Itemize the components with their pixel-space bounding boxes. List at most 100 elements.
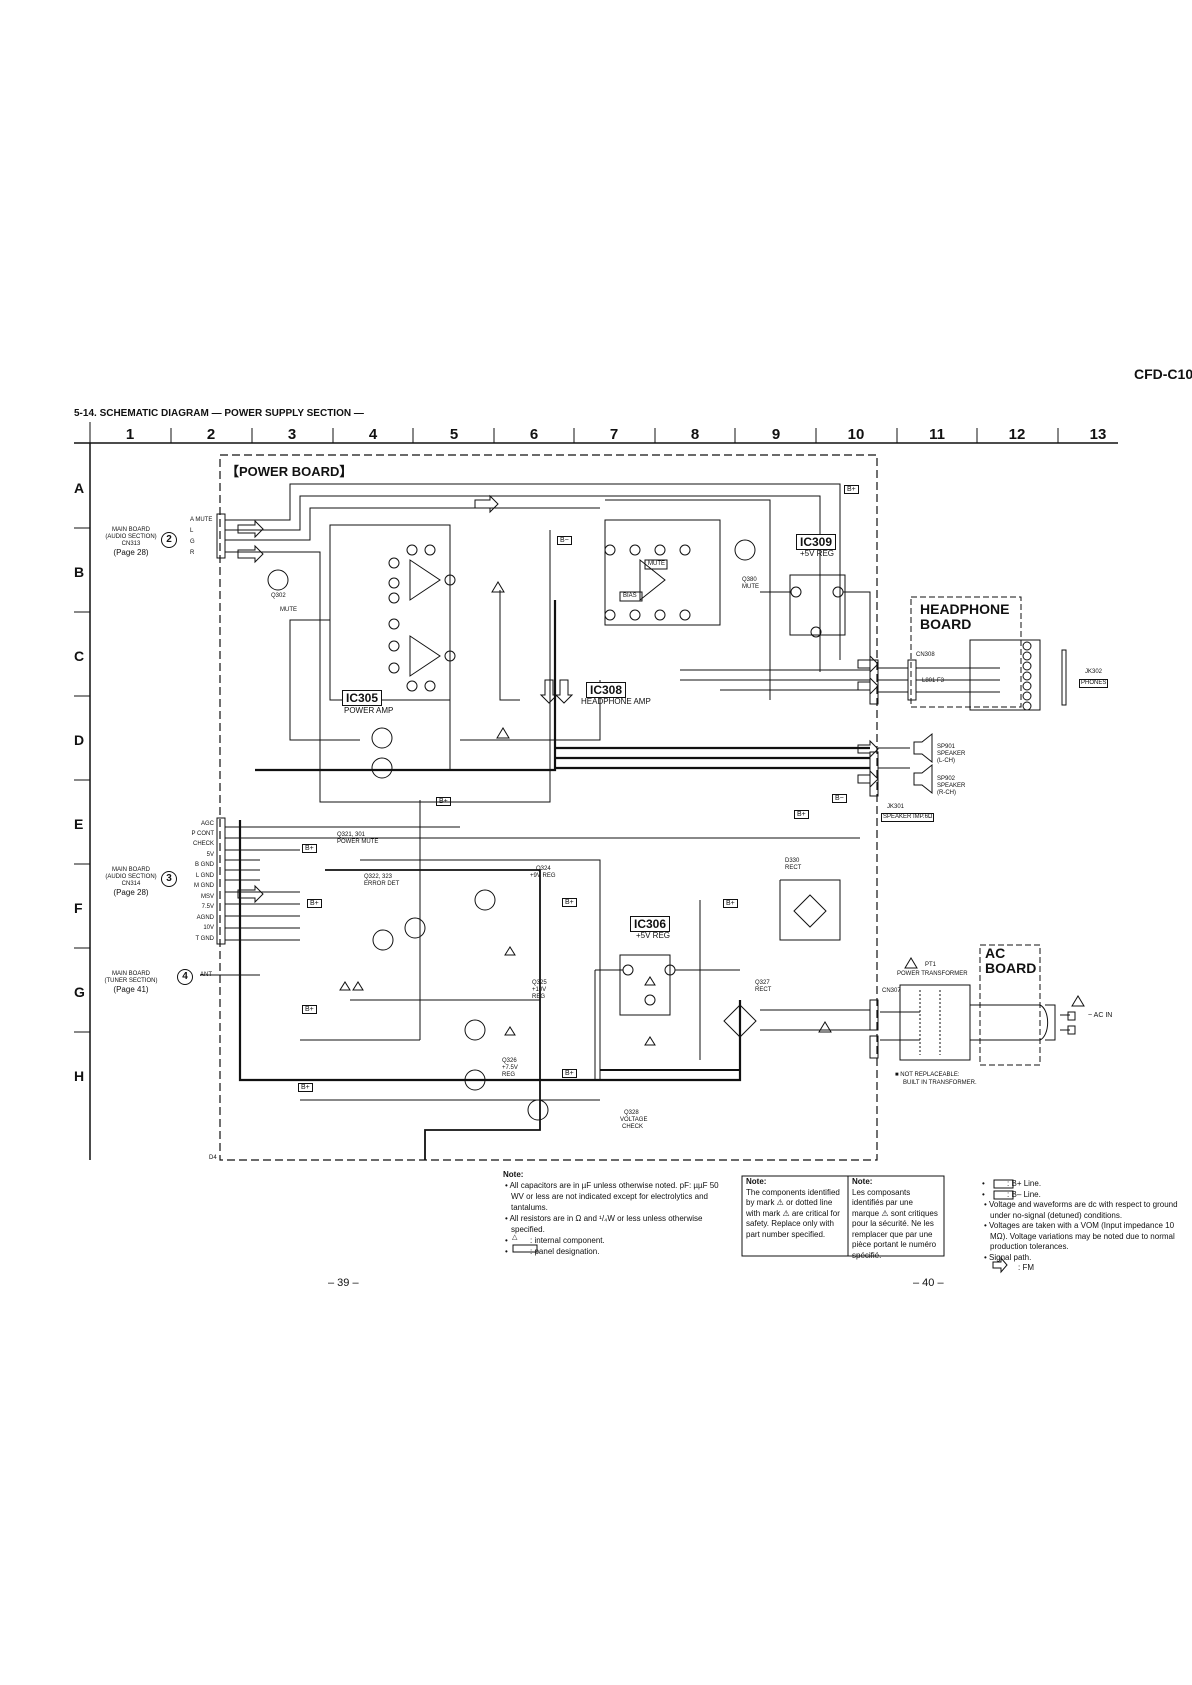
pt1-label: PT1 [925,962,937,968]
ac-board-title-line2: BOARD [985,960,1037,976]
note-item-text: : B+ Line. [1007,1179,1042,1188]
ic306-desc: +5V REG [636,931,671,940]
note-text: The components identified by mark ⚠ or d… [746,1187,840,1239]
pin-label: AGC [200,821,214,827]
svg-text:△: △ [512,1234,518,1241]
ic308-desc: HEADPHONE AMP [581,697,651,706]
power-board-title: 【POWER BOARD】 [226,464,353,479]
ac-in-label: ~ AC IN [1088,1012,1113,1019]
note-item-text: : panel designation. [530,1247,600,1256]
l801-label: L801 F3 [922,678,945,684]
pin-label: MSV [200,894,214,900]
grid-row-label: E [74,816,84,832]
sp902-desc: (R-CH) [937,790,956,796]
note-item-text: : internal component. [530,1236,605,1245]
ic309-label: IC309 [796,534,837,550]
ic305-label: IC305 [342,690,383,706]
speaker-imp-label: SPEAKER IMP.6Ω [881,813,935,822]
ac-board-title-line1: AC [985,945,1006,961]
pin-label: T GND [195,936,214,942]
b-plus-marker: B+ [723,899,738,908]
d330-desc: RECT [785,865,802,871]
q380-desc: MUTE [742,584,759,590]
note-item: • : internal component. [505,1236,605,1245]
grid-column-label: 3 [287,426,297,443]
note-item: • : B– Line. [982,1189,1041,1199]
grid-row-label: F [74,900,83,916]
pin-label: 5V [206,852,214,858]
headphone-board-title-line2: BOARD [920,616,972,632]
callout-line: MAIN BOARD [111,527,150,533]
grid-row-label: H [74,1068,85,1084]
callout-line: (AUDIO SECTION) [105,534,157,540]
q324-desc: +9V REG [530,873,556,879]
q325-label: Q325 [532,980,547,986]
note-heading: Note: [503,1170,524,1179]
note-item-text: All capacitors are in µF unless otherwis… [509,1181,719,1212]
note-heading: Note: [852,1177,873,1186]
pin-label: B GND [194,862,214,868]
note-item: • : B+ Line. [982,1179,1042,1188]
grid-row-label: B [74,564,85,580]
pin-label: G [190,539,195,545]
q380-label: Q380 [742,577,757,583]
main-board-tuner-callout: MAIN BOARD (TUNER SECTION) (Page 41) [100,971,162,994]
pin-label: 7.5V [201,904,214,910]
grid-column-label: 11 [929,426,945,443]
q322-label: Q322, 323 [364,874,393,880]
b-plus-marker: B+ [436,797,451,806]
section-title: 5-14. SCHEMATIC DIAGRAM — POWER SUPPLY S… [74,408,364,419]
q327-label: Q327 [755,980,770,986]
grid-column-label: 1 [125,426,135,443]
q327-desc: RECT [755,987,772,993]
ic305-desc: POWER AMP [344,706,394,715]
b-plus-marker: B+ [844,485,859,494]
b-minus-marker: B− [832,794,847,803]
q325-desc: REG [532,994,546,1000]
q328-label: Q328 [624,1110,639,1116]
sp901-desc: SPEAKER [937,751,966,757]
note-item-text: Signal path. [989,1252,1032,1262]
q302-desc: MUTE [280,607,297,613]
pin-label: AGND [196,915,214,921]
note-heading: Note: [746,1177,767,1186]
b-plus-marker: B+ [794,810,809,819]
note-item: : FM [982,1263,1187,1274]
power-transformer-label: POWER TRANSFORMER [897,971,968,977]
sp901-label: SP901 [937,744,956,750]
grid-column-label: 6 [529,426,539,443]
ac-board-title: AC BOARD [985,946,1036,976]
note-item: • Voltages are taken with a VOM (Input i… [984,1221,1175,1251]
grid-column-label: 4 [368,426,378,443]
note-item-text: : FM [1018,1263,1034,1272]
note-text: Les composants identifiés par une marque… [852,1187,938,1260]
q326-label: Q326 [502,1058,517,1064]
note-item-text: All resistors are in Ω and ¹/₄W or less … [509,1214,703,1234]
q325-desc: +10V [532,987,547,993]
grid-column-label: 13 [1089,426,1107,443]
main-board-audio2-callout: MAIN BOARD (AUDIO SECTION) CN314 (Page 2… [100,867,162,897]
callout-line: CN314 [121,881,141,887]
phones-label: PHONES [1079,679,1109,688]
bias-box-label: BIAS [623,593,637,599]
pin-label: L GND [195,873,214,879]
q326-desc: +7.5V [502,1065,518,1071]
page-number-left: – 39 – [328,1277,359,1289]
connector-number-badge: 2 [161,532,177,548]
grid-row-label: D [74,732,85,748]
note-english: Note: The components identified by mark … [746,1177,844,1240]
pin-label: CHECK [192,841,214,847]
connector-number-badge: 3 [161,871,177,887]
ic309-desc: +5V REG [800,549,835,558]
q328-desc: VOLTAGE [620,1117,648,1123]
callout-page: (Page 28) [113,548,149,557]
ic306-label: IC306 [630,916,671,932]
page-number-right: – 40 – [913,1277,944,1289]
sp901-desc: (L-CH) [937,758,955,764]
jk302-label: JK302 [1085,669,1103,675]
note-item: • Voltage and waveforms are dc with resp… [984,1200,1178,1220]
grid-column-label: 2 [206,426,216,443]
q322-desc: ERROR DET [364,881,400,887]
grid-column-label: 8 [690,426,700,443]
